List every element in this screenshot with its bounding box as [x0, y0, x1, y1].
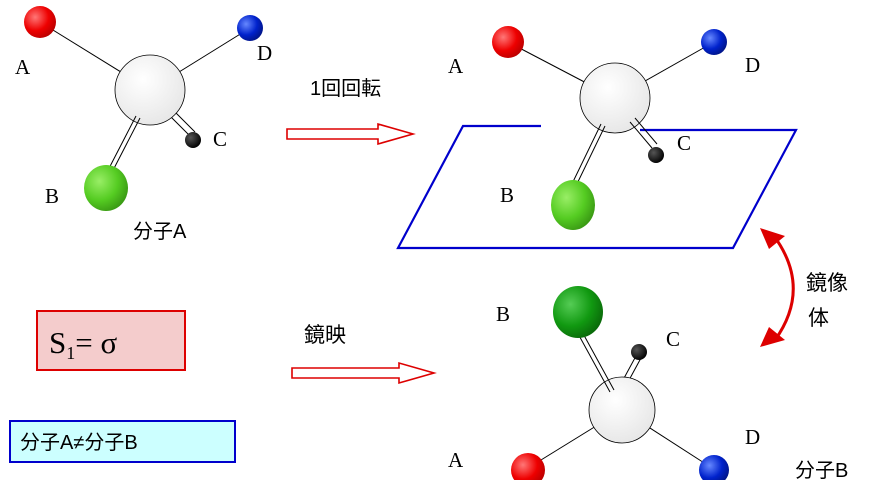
b-atom-b-green — [553, 286, 603, 338]
inequality-box: 分子A≠分子B — [9, 420, 236, 463]
mirror-relation-line1: 鏡像 — [806, 272, 848, 295]
center-atom — [114, 54, 186, 126]
symmetry-box: S1= σ — [36, 310, 186, 371]
b-bond-atom-c-1 — [622, 355, 637, 381]
reflection-arrow-shape — [291, 361, 437, 385]
rotated-atom-d-blue — [701, 29, 727, 55]
mirror-relation-arrowhead-bottom — [760, 327, 785, 347]
symmetry-subscript: 1 — [66, 343, 75, 363]
inequality-text: 分子A≠分子B — [20, 431, 138, 454]
mirror-relation-arc — [772, 235, 795, 341]
rotated-label-c: C — [677, 131, 691, 155]
rotation-arrow-shape — [286, 122, 416, 146]
rotated-label-b: B — [500, 183, 514, 207]
symmetry-s: S — [49, 325, 66, 360]
atom-b-green — [84, 165, 128, 211]
inequality-box-frame — [9, 420, 236, 463]
label-a: A — [15, 55, 31, 79]
b-label-a: A — [448, 448, 464, 472]
b-atom-d-blue — [699, 455, 729, 480]
rotated-atom-b-green — [551, 180, 595, 230]
rotation-label: 1回回転 — [310, 77, 381, 100]
mirror-relation: 鏡像 体 — [760, 228, 848, 347]
atom-a-red — [24, 6, 56, 38]
rotated-bond-atom-c-2 — [634, 117, 658, 145]
label-b: B — [45, 184, 59, 208]
atom-d-blue — [237, 15, 263, 41]
rotated-molecule: A D C B — [396, 26, 798, 250]
symmetry-rest: = σ — [75, 325, 117, 360]
molecule-b-caption: 分子B — [795, 459, 848, 480]
rotated-bond-atom-b-1 — [569, 123, 602, 189]
rotated-label-d: D — [745, 53, 760, 77]
molecule-a-caption: 分子A — [133, 220, 187, 243]
rotated-bond-atom-c-1 — [629, 121, 653, 149]
b-label-b: B — [496, 302, 510, 326]
b-center-atom — [588, 376, 656, 444]
rotated-bond-atom-b-2 — [573, 125, 606, 191]
mirror-relation-line2: 体 — [808, 307, 829, 330]
b-atom-a-red — [511, 453, 545, 480]
b-bond-atom-b-2 — [579, 327, 615, 391]
symmetry-box-frame — [36, 310, 186, 371]
rotated-atom-c-black — [648, 147, 664, 163]
rotated-center-atom — [579, 62, 651, 134]
reflection-label: 鏡映 — [304, 324, 346, 347]
b-atom-c-black — [631, 344, 647, 360]
rotation-arrow: 1回回転 — [286, 77, 416, 146]
molecule-b: B C D A 分子B — [448, 286, 848, 480]
label-d: D — [257, 41, 272, 65]
label-c: C — [213, 127, 227, 151]
symmetry-expression: S1= σ — [49, 325, 117, 363]
rotated-atom-a-red — [492, 26, 524, 58]
atom-c-black — [185, 132, 201, 148]
molecule-a: A D C B 分子A — [15, 6, 272, 243]
mirror-relation-arrowhead-top — [760, 228, 785, 249]
reflection-arrow: 鏡映 — [291, 324, 437, 385]
b-label-c: C — [666, 327, 680, 351]
rotated-label-a: A — [448, 54, 464, 78]
b-label-d: D — [745, 425, 760, 449]
b-bond-atom-b-1 — [575, 329, 611, 393]
mirror-plane — [396, 124, 798, 250]
